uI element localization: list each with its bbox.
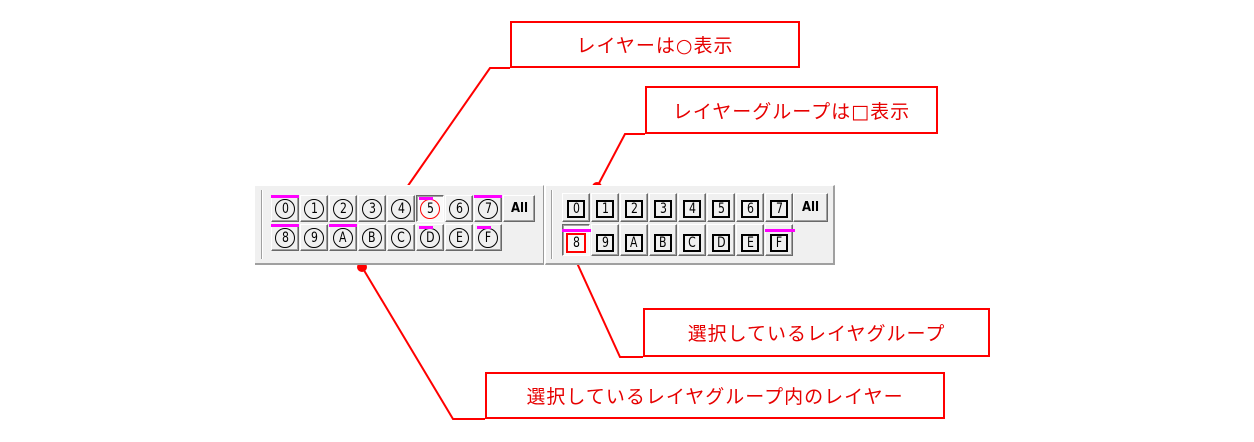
circle-icon: F (478, 227, 498, 248)
group-button-e[interactable]: E (736, 224, 764, 256)
square-icon: E (741, 234, 759, 252)
group-button-b[interactable]: B (649, 224, 677, 256)
toolbar-grip[interactable] (261, 190, 263, 259)
square-icon: 6 (741, 199, 759, 218)
square-icon: 1 (596, 199, 614, 218)
square-icon: 2 (625, 199, 643, 218)
square-icon: A (625, 234, 643, 252)
layer-button-e[interactable]: E (445, 224, 473, 251)
group-button-0[interactable]: 0 (562, 193, 590, 222)
square-icon: D (712, 234, 730, 252)
group-button-d[interactable]: D (707, 224, 735, 256)
group-marker (765, 229, 795, 232)
callout-group-square: レイヤーグループは□表示 (645, 86, 938, 134)
callout-layers-in-group: 選択しているレイヤグループ内のレイヤー (485, 372, 945, 419)
circle-icon: B (362, 227, 382, 248)
circle-icon: 8 (275, 227, 295, 248)
leader-line-layers-in-group (361, 266, 485, 420)
layer-marker (419, 197, 433, 200)
layer-button-5[interactable]: 5 (416, 195, 444, 222)
layer-marker (419, 226, 433, 229)
layer-button-0[interactable]: 0 (271, 195, 299, 222)
square-icon: B (654, 234, 672, 252)
square-icon: 3 (654, 199, 672, 218)
layer-button-d[interactable]: D (416, 224, 444, 251)
leader-line-layer (404, 67, 510, 191)
layer-button-9[interactable]: 9 (300, 224, 328, 251)
group-button-a[interactable]: A (620, 224, 648, 256)
callout-layer-circle: レイヤーは○表示 (510, 21, 800, 68)
square-icon: 4 (683, 199, 701, 218)
circle-icon: 4 (391, 198, 411, 219)
square-icon: 0 (567, 199, 585, 218)
square-icon: C (683, 234, 701, 252)
group-button-2[interactable]: 2 (620, 193, 648, 222)
square-icon: 7 (770, 199, 788, 218)
layer-marker (271, 224, 299, 227)
toolbar-grip[interactable] (551, 190, 553, 259)
square-icon-selected: 8 (566, 233, 586, 253)
circle-icon: 1 (304, 198, 324, 219)
circle-icon: C (391, 227, 411, 248)
circle-icon: A (333, 227, 353, 248)
group-all-button[interactable]: All (793, 193, 828, 222)
layer-button-b[interactable]: B (358, 224, 386, 251)
callout-selected-group: 選択しているレイヤグループ (643, 308, 990, 357)
square-icon: 9 (596, 234, 614, 252)
circle-icon: 3 (362, 198, 382, 219)
group-button-c[interactable]: C (678, 224, 706, 256)
layer-button-a[interactable]: A (329, 224, 357, 251)
group-button-f[interactable]: F (765, 224, 795, 256)
layer-toolbar: 0 1 2 3 4 5 6 7 All 8 9 A B C D E F (255, 185, 544, 265)
layer-marker (329, 224, 357, 227)
leader-line-selected-group (571, 251, 643, 358)
circle-icon: 2 (333, 198, 353, 219)
circle-icon-selected: 5 (420, 198, 440, 219)
layer-marker (477, 226, 491, 229)
layer-button-f[interactable]: F (474, 224, 502, 251)
square-icon: F (770, 234, 788, 252)
square-icon: 5 (712, 199, 730, 218)
layer-button-1[interactable]: 1 (300, 195, 328, 222)
layer-button-2[interactable]: 2 (329, 195, 357, 222)
group-button-1[interactable]: 1 (591, 193, 619, 222)
group-button-7[interactable]: 7 (765, 193, 793, 222)
circle-icon: 7 (478, 198, 498, 219)
layer-button-4[interactable]: 4 (387, 195, 415, 222)
group-button-4[interactable]: 4 (678, 193, 706, 222)
circle-icon: 9 (304, 227, 324, 248)
group-button-3[interactable]: 3 (649, 193, 677, 222)
layer-button-3[interactable]: 3 (358, 195, 386, 222)
layer-marker (271, 195, 299, 198)
layer-button-7[interactable]: 7 (474, 195, 502, 222)
layer-marker (474, 195, 502, 198)
layer-button-8[interactable]: 8 (271, 224, 299, 251)
group-button-8[interactable]: 8 (562, 224, 592, 256)
circle-icon: D (420, 227, 440, 248)
layer-group-toolbar: 0 1 2 3 4 5 6 7 All 8 9 A B C D E F (545, 185, 835, 265)
group-button-5[interactable]: 5 (707, 193, 735, 222)
layer-button-c[interactable]: C (387, 224, 415, 251)
layer-all-button[interactable]: All (503, 195, 535, 222)
leader-line-group (596, 133, 645, 188)
circle-icon: 6 (449, 198, 469, 219)
group-marker (562, 229, 592, 232)
circle-icon: 0 (275, 198, 295, 219)
group-button-9[interactable]: 9 (591, 224, 619, 256)
group-button-6[interactable]: 6 (736, 193, 764, 222)
layer-button-6[interactable]: 6 (445, 195, 473, 222)
circle-icon: E (449, 227, 469, 248)
